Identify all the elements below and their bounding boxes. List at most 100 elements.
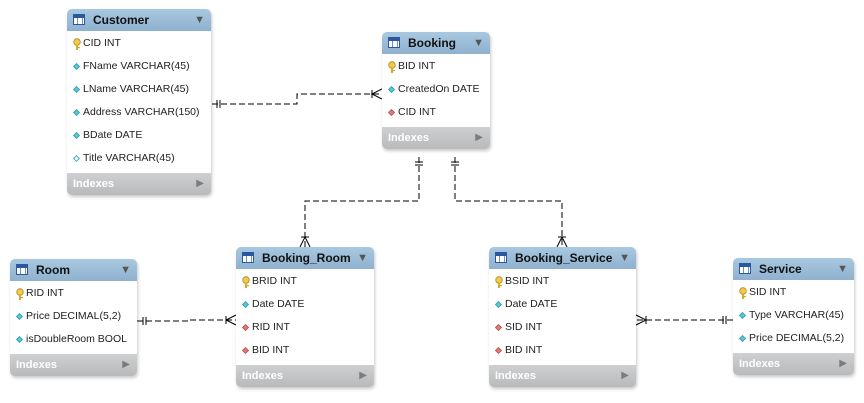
table-header[interactable]: Booking ▼: [382, 32, 490, 54]
column-label: FName VARCHAR(45): [83, 60, 190, 72]
key-icon: [494, 275, 504, 288]
diamond-icon: [388, 109, 395, 116]
collapse-icon[interactable]: ▼: [357, 252, 368, 264]
table-header[interactable]: Service ▼: [733, 258, 854, 280]
table-booking-service[interactable]: Booking_Service▼BSID INT Date DATE SID INT…: [489, 247, 636, 387]
column-row[interactable]: Date DATE: [236, 293, 374, 316]
column-list: SID INT Type VARCHAR(45) Price DECIMAL(5,2…: [733, 280, 854, 353]
column-label: LName VARCHAR(45): [83, 83, 189, 95]
column-row[interactable]: SID INT: [489, 316, 636, 339]
table-icon: [388, 37, 400, 48]
column-row[interactable]: BID INT: [489, 339, 636, 362]
column-row[interactable]: BDate DATE: [67, 124, 211, 147]
key-icon: [387, 60, 397, 73]
column-label: SID INT: [749, 286, 787, 298]
rel-booking-bookingroom[interactable]: [299, 157, 423, 248]
column-row[interactable]: Price DECIMAL(5,2): [10, 305, 137, 328]
collapse-icon[interactable]: ▼: [194, 14, 205, 26]
column-list: CID INT FName VARCHAR(45) LName VARCHAR(45…: [67, 31, 211, 173]
indexes-section[interactable]: Indexes ▶: [733, 353, 854, 375]
indexes-section[interactable]: Indexes ▶: [489, 365, 636, 387]
table-header[interactable]: Booking_Service▼: [489, 247, 636, 269]
table-name: Room: [36, 263, 70, 277]
key-icon: [241, 275, 251, 288]
indexes-label: Indexes: [495, 370, 536, 382]
column-row[interactable]: CID INT: [67, 32, 211, 55]
column-row[interactable]: Date DATE: [489, 293, 636, 316]
collapse-icon[interactable]: ▼: [120, 264, 131, 276]
column-row[interactable]: Type VARCHAR(45): [733, 304, 854, 327]
expand-arrow-icon[interactable]: ▶: [475, 132, 483, 143]
column-list: BSID INT Date DATE SID INT BID INT: [489, 269, 636, 365]
column-row[interactable]: isDoubleRoom BOOL: [10, 328, 137, 351]
table-header[interactable]: Customer ▼: [67, 9, 211, 31]
expand-arrow-icon[interactable]: ▶: [196, 178, 204, 189]
diamond-icon: [73, 63, 80, 70]
table-service[interactable]: Service ▼ SID INT Type VARCHAR(45) Price DEC…: [733, 258, 854, 375]
column-label: BID INT: [398, 60, 436, 72]
column-row[interactable]: BID INT: [382, 55, 490, 78]
collapse-icon[interactable]: ▼: [837, 263, 848, 275]
key-icon: [738, 286, 748, 299]
collapse-icon[interactable]: ▼: [619, 252, 630, 264]
expand-arrow-icon[interactable]: ▶: [359, 370, 367, 381]
diamond-icon: [242, 301, 249, 308]
column-row[interactable]: Title VARCHAR(45): [67, 147, 211, 170]
expand-arrow-icon[interactable]: ▶: [122, 359, 130, 370]
column-label: Type VARCHAR(45): [749, 309, 844, 321]
table-header[interactable]: Room ▼: [10, 259, 137, 281]
column-label: RID INT: [26, 287, 64, 299]
table-icon: [495, 252, 507, 263]
column-row[interactable]: CreatedOn DATE: [382, 78, 490, 101]
rel-service-bookingservice[interactable]: [635, 314, 733, 326]
column-row[interactable]: CID INT: [382, 101, 490, 124]
table-name: Service: [759, 262, 802, 276]
column-row[interactable]: LName VARCHAR(45): [67, 78, 211, 101]
diamond-icon: [495, 324, 502, 331]
table-name: Customer: [93, 13, 150, 27]
diamond-icon: [739, 335, 746, 342]
column-label: Date DATE: [505, 298, 558, 310]
column-row[interactable]: BID INT: [236, 339, 374, 362]
indexes-section[interactable]: Indexes ▶: [236, 365, 374, 387]
collapse-icon[interactable]: ▼: [473, 37, 484, 49]
column-row[interactable]: RID INT: [10, 282, 137, 305]
column-row[interactable]: Address VARCHAR(150): [67, 101, 211, 124]
key-icon: [72, 37, 82, 50]
column-row[interactable]: FName VARCHAR(45): [67, 55, 211, 78]
expand-arrow-icon[interactable]: ▶: [839, 358, 847, 369]
column-row[interactable]: BSID INT: [489, 270, 636, 293]
expand-arrow-icon[interactable]: ▶: [621, 370, 629, 381]
table-header[interactable]: Booking_Room▼: [236, 247, 374, 269]
column-row[interactable]: BRID INT: [236, 270, 374, 293]
column-row[interactable]: Price DECIMAL(5,2): [733, 327, 854, 350]
table-name: Booking: [408, 36, 456, 50]
column-label: BID INT: [252, 344, 290, 356]
indexes-section[interactable]: Indexes▶: [10, 354, 137, 376]
indexes-label: Indexes: [73, 178, 114, 190]
column-label: BDate DATE: [83, 129, 143, 141]
rel-booking-bookingservice[interactable]: [451, 157, 568, 248]
indexes-section[interactable]: Indexes ▶: [67, 173, 211, 195]
column-label: Price DECIMAL(5,2): [749, 332, 845, 344]
table-room[interactable]: Room ▼ RID INT Price DECIMAL(5,2)isDoubleRo…: [10, 259, 137, 376]
column-label: Title VARCHAR(45): [83, 152, 175, 164]
indexes-label: Indexes: [739, 358, 780, 370]
rel-customer-booking[interactable]: [212, 88, 383, 108]
column-row[interactable]: SID INT: [733, 281, 854, 304]
table-customer[interactable]: Customer ▼ CID INT FName VARCHAR(45) LName V…: [67, 9, 211, 195]
table-icon: [739, 263, 751, 274]
column-label: SID INT: [505, 321, 543, 333]
indexes-label: Indexes: [242, 370, 283, 382]
column-list: RID INT Price DECIMAL(5,2)isDoubleRoom BO…: [10, 281, 137, 354]
table-icon: [16, 264, 28, 275]
rel-room-bookingroom[interactable]: [137, 314, 237, 326]
column-row[interactable]: RID INT: [236, 316, 374, 339]
indexes-section[interactable]: Indexes▶: [382, 127, 490, 149]
column-label: BID INT: [505, 344, 543, 356]
diamond-icon: [495, 347, 502, 354]
column-label: CID INT: [83, 37, 121, 49]
